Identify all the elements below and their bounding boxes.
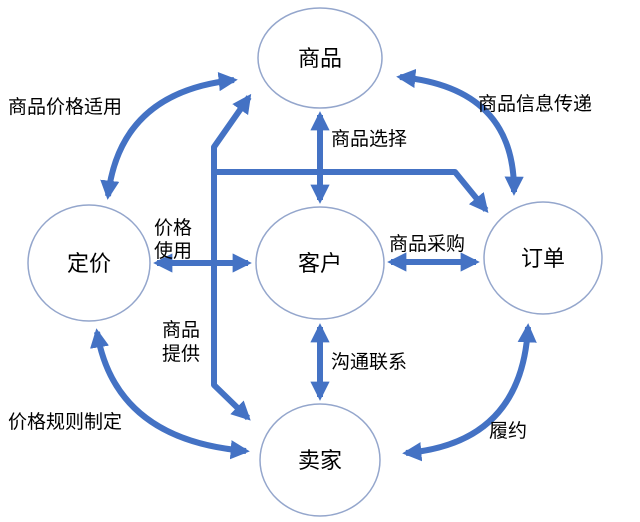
edge-layer: [90, 68, 537, 462]
edge-label-provide-2: 提供: [162, 343, 200, 365]
node-customer-circle: [255, 206, 385, 320]
edge-pricing-product: [100, 72, 238, 200]
edge-order-seller: [402, 323, 537, 462]
edge-seller-product: [211, 93, 252, 421]
edge-label-purchase: 商品采购: [389, 233, 465, 255]
node-pricing-label: 定价: [67, 251, 111, 276]
node-pricing-circle: [27, 204, 151, 322]
edge-label-price-use-2: 使用: [154, 240, 192, 262]
edge-label-provide-1: 商品: [162, 319, 200, 341]
node-order-circle: [483, 201, 603, 315]
edge-label-price-apply: 商品价格适用: [8, 96, 122, 118]
edge-label-rule-making: 价格规则制定: [8, 411, 122, 433]
edge-label-contact: 沟通联系: [331, 351, 407, 373]
edge-pricing-seller: [90, 328, 250, 460]
edge-label-info-transfer: 商品信息传递: [478, 93, 592, 115]
edge-label-fulfillment: 履约: [489, 420, 527, 442]
node-seller-label: 卖家: [298, 448, 342, 473]
edge-seller-order: [214, 169, 489, 213]
edge-label-layer: 商品价格适用 商品信息传递 商品选择 价格 使用 商品采购 沟通联系 价格规则制…: [8, 93, 592, 442]
edge-label-price-use-1: 价格: [154, 217, 192, 239]
node-product-label: 商品: [298, 46, 342, 71]
node-customer-label: 客户: [298, 251, 342, 276]
edge-label-select: 商品选择: [331, 128, 407, 150]
edge-product-order: [396, 68, 524, 196]
node-product-circle: [257, 7, 383, 109]
node-layer: [27, 7, 603, 517]
node-order-label: 订单: [521, 246, 565, 271]
node-seller-circle: [259, 403, 381, 517]
node-label-layer: 商品 定价 客户 订单 卖家: [67, 46, 565, 473]
